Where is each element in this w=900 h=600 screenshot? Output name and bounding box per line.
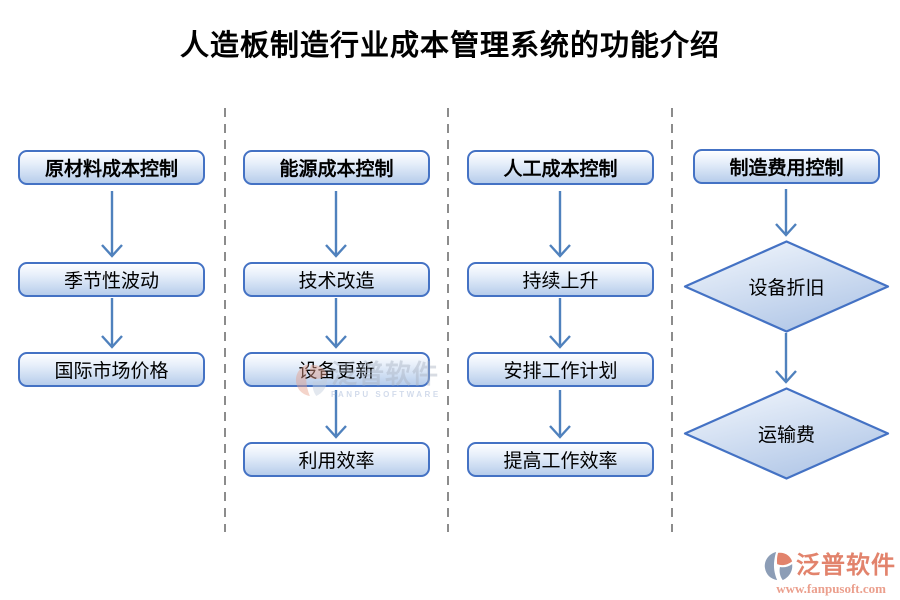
- node-raw-material-cost-control: 原材料成本控制: [18, 150, 205, 185]
- node-equipment-depreciation: 设备折旧: [683, 240, 890, 333]
- flow-arrow: [549, 191, 571, 258]
- node-utilization-efficiency: 利用效率: [243, 442, 430, 477]
- diamond-label: 运输费: [757, 425, 815, 446]
- column-divider: [224, 108, 226, 532]
- node-arrange-work-plan: 安排工作计划: [467, 352, 654, 387]
- flow-arrow: [775, 333, 797, 384]
- column-divider: [447, 108, 449, 532]
- node-manufacturing-expense-control: 制造费用控制: [693, 149, 880, 184]
- node-international-market-price: 国际市场价格: [18, 352, 205, 387]
- diamond-label: 设备折旧: [748, 278, 825, 299]
- flow-arrow: [325, 298, 347, 349]
- diamond-shape: [683, 240, 890, 333]
- node-continuous-rise: 持续上升: [467, 262, 654, 297]
- flow-arrow: [101, 298, 123, 349]
- page-title: 人造板制造行业成本管理系统的功能介绍: [179, 30, 720, 62]
- node-seasonal-fluctuation: 季节性波动: [18, 262, 205, 297]
- node-improve-work-efficiency: 提高工作效率: [467, 442, 654, 477]
- flow-arrow: [549, 298, 571, 349]
- fanpu-logo: 泛普软件 www.fanpusoft.com: [740, 551, 896, 597]
- column-divider: [671, 108, 673, 532]
- flow-arrow: [549, 390, 571, 439]
- fanpu-logo-icon: [764, 551, 793, 581]
- node-energy-cost-control: 能源成本控制: [243, 150, 430, 185]
- node-technical-renovation: 技术改造: [243, 262, 430, 297]
- node-equipment-update: 设备更新: [243, 352, 430, 387]
- node-labor-cost-control: 人工成本控制: [467, 150, 654, 185]
- flow-arrow: [325, 390, 347, 439]
- logo-brand-text: 泛普软件: [796, 552, 896, 579]
- logo-url-text: www.fanpusoft.com: [776, 581, 886, 596]
- flow-arrow: [325, 191, 347, 258]
- node-transport-fee: 运输费: [683, 387, 890, 480]
- diamond-shape: [683, 387, 890, 480]
- flow-arrow: [775, 189, 797, 237]
- flow-arrow: [101, 191, 123, 258]
